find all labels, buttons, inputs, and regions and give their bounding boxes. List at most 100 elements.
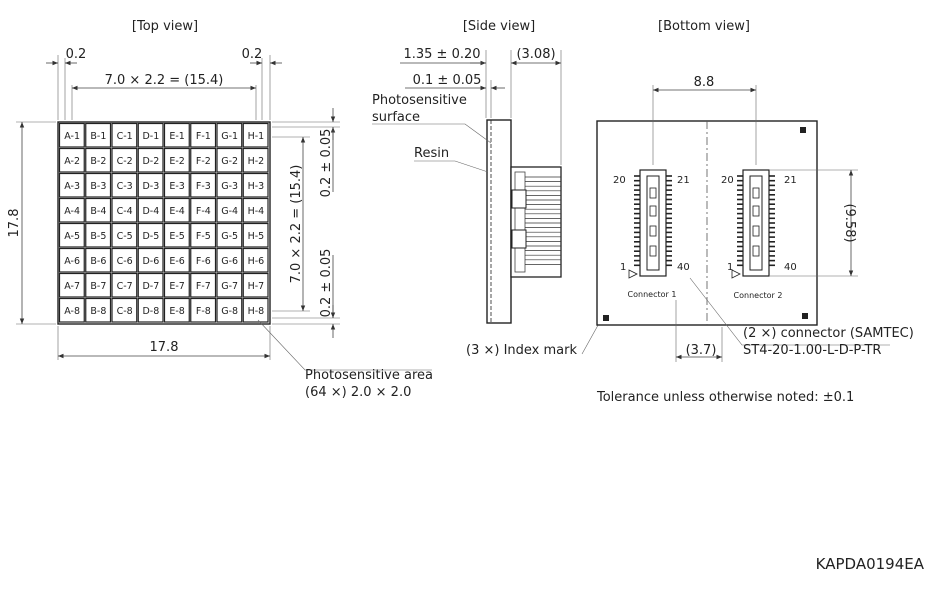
element-label: C-7 [117,281,133,292]
element-label: B-2 [90,156,106,167]
element-label: D-7 [142,281,159,292]
element-label: F-1 [196,131,211,142]
element-cell [242,147,269,173]
element-label: D-8 [142,306,159,317]
connector-key [649,245,657,257]
connector-note-line2: ST4-20-1.00-L-D-P-TR [743,343,881,358]
element-cell [85,147,112,173]
element-cell [190,247,217,273]
conn1-pin-20: 20 [613,175,626,186]
element-cell [216,122,243,148]
resin-label: Resin [414,146,449,161]
element-label: H-3 [248,181,265,192]
element-label: B-5 [90,231,106,242]
element-label: E-4 [169,206,184,217]
element-label: C-3 [117,181,133,192]
index-mark-3 [603,315,609,321]
element-cell [137,272,164,298]
element-cell [58,247,85,273]
element-label: F-4 [196,206,211,217]
element-cell [190,197,217,223]
element-cell [111,222,138,248]
connector-key [649,187,657,199]
element-label: A-4 [64,206,80,217]
dim-connector-length: (9.58) [842,203,857,242]
conn1-pin-21: 21 [677,175,690,186]
dim-connector-height: (3.08) [516,47,555,62]
element-cell [58,172,85,198]
element-cell [137,197,164,223]
connector-note-leader [689,277,890,346]
connector-key [752,245,760,257]
element-label: E-7 [169,281,184,292]
element-cell [190,272,217,298]
element-label: F-2 [196,156,211,167]
conn2-pin-40: 40 [784,262,797,273]
dim-gap-left: 0.2 [66,47,87,62]
element-label: C-1 [117,131,133,142]
element-label: B-7 [90,281,106,292]
element-label: A-5 [64,231,80,242]
dim-total-thickness: 1.35 ± 0.20 [403,47,480,62]
element-cell [216,197,243,223]
element-cell [85,247,112,273]
element-label: H-2 [248,156,265,167]
element-cell [85,272,112,298]
element-label: C-5 [117,231,133,242]
element-label: G-4 [221,206,238,217]
connector-1 [628,169,672,279]
element-cell [111,272,138,298]
element-cell [190,172,217,198]
fin-block [511,189,527,209]
element-label: G-8 [221,306,238,317]
dim-pitch-horizontal: 7.0 × 2.2 = (15.4) [105,73,224,88]
element-label: G-5 [221,231,238,242]
conn2-pin-20: 20 [721,175,734,186]
element-label: E-6 [169,256,184,267]
element-label: G-3 [221,181,238,192]
element-cell [216,297,243,323]
element-label: D-5 [142,231,159,242]
element-label: A-1 [64,131,80,142]
element-cell [216,222,243,248]
element-label: D-1 [142,131,159,142]
element-cell [163,222,190,248]
dim-gap-top: 0.2 ± 0.05 [319,129,334,198]
element-cell [163,122,190,148]
element-cell [137,147,164,173]
element-label: A-2 [64,156,80,167]
element-cell [58,297,85,323]
fin-block [511,229,527,249]
element-label: B-6 [90,256,106,267]
element-cell [163,247,190,273]
element-label: E-3 [169,181,184,192]
element-cell [190,222,217,248]
element-label: D-2 [142,156,159,167]
bottom-view: 20 21 1 40 20 21 1 40 Connector 1 Connec… [596,75,914,405]
connector-key [649,205,657,217]
element-cell [111,147,138,173]
element-label: F-7 [196,281,211,292]
element-label: A-8 [64,306,80,317]
pin1-marker [628,269,638,279]
element-cell [58,222,85,248]
element-cell [242,197,269,223]
element-cell [85,197,112,223]
tolerance-note: Tolerance unless otherwise noted: ±0.1 [596,390,854,405]
conn1-pin-40: 40 [677,262,690,273]
element-cell [111,122,138,148]
conn2-pin-1: 1 [727,262,733,273]
element-label: G-1 [221,131,238,142]
element-label: E-2 [169,156,184,167]
element-cell [163,147,190,173]
element-label: G-2 [221,156,238,167]
element-cell [111,247,138,273]
element-cell [85,122,112,148]
element-label: E-1 [169,131,184,142]
top-view-title: [Top view] [132,19,198,34]
element-label: C-4 [117,206,133,217]
dim-surface-offset: 0.1 ± 0.05 [413,73,482,88]
element-cell [163,297,190,323]
element-cell [58,122,85,148]
